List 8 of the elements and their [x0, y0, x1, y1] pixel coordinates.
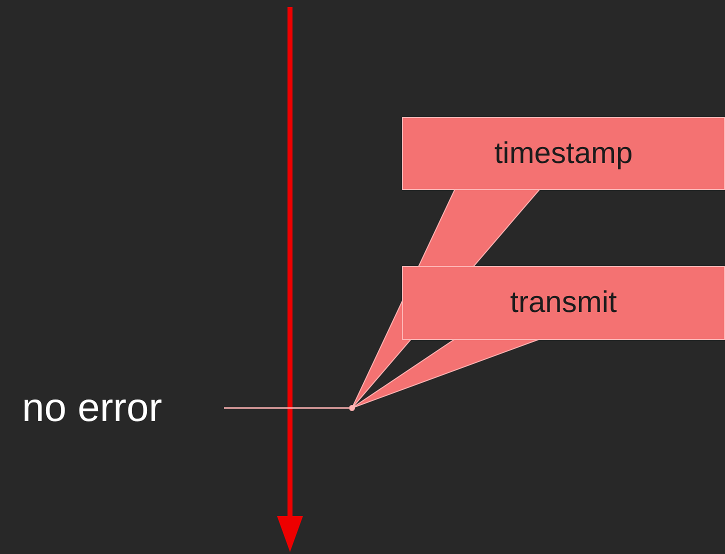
callout-tail	[352, 338, 540, 408]
callout-box	[402, 266, 725, 340]
event-label: no error	[22, 386, 162, 430]
leader-line	[224, 407, 349, 409]
callout-label: transmit	[510, 286, 617, 320]
meeting-point	[349, 405, 355, 411]
callout-box	[402, 117, 725, 190]
callout-label: timestamp	[494, 136, 633, 170]
